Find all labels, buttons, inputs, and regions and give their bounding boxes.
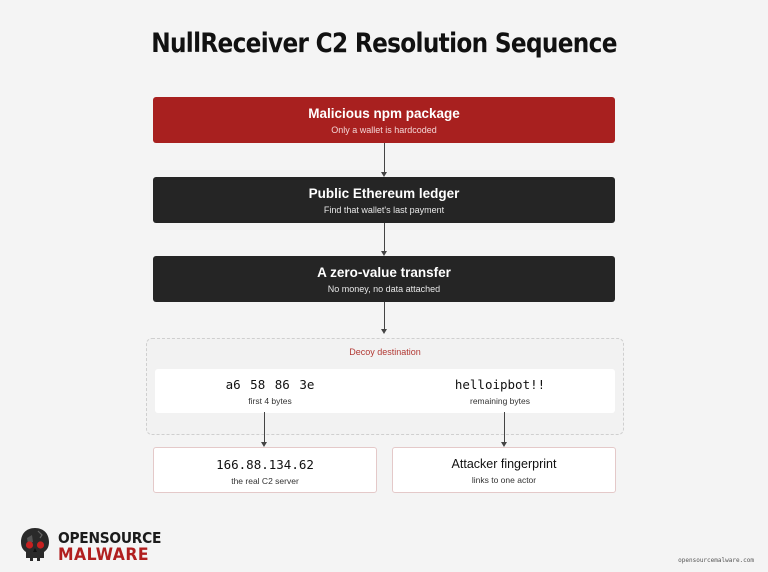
step-heading: A zero-value transfer bbox=[317, 265, 451, 280]
decoy-bytes-panel: a6 58 86 3e first 4 bytes helloipbot!! r… bbox=[155, 369, 615, 413]
step-npm-package: Malicious npm package Only a wallet is h… bbox=[153, 97, 615, 143]
skull-icon bbox=[21, 528, 49, 561]
result-c2-server: 166.88.134.62 the real C2 server bbox=[153, 447, 377, 493]
arrow-down-icon bbox=[381, 251, 387, 256]
decoy-first-bytes-value: a6 58 86 3e bbox=[225, 377, 315, 392]
decoy-label: Decoy destination bbox=[349, 347, 421, 357]
connector-line bbox=[384, 143, 385, 172]
footer-url: opensourcemalware.com bbox=[678, 557, 754, 564]
connector-line bbox=[264, 412, 265, 442]
decoy-remaining-bytes: helloipbot!! remaining bytes bbox=[385, 369, 615, 413]
connector-line bbox=[504, 412, 505, 442]
step-subtext: Find that wallet's last payment bbox=[323, 205, 445, 215]
decoy-remaining-bytes-value: helloipbot!! bbox=[454, 377, 546, 392]
step-subtext: No money, no data attached bbox=[327, 284, 441, 294]
decoy-first-bytes-caption: first 4 bytes bbox=[248, 396, 292, 406]
result-fingerprint-title: Attacker fingerprint bbox=[451, 457, 557, 471]
connector-line bbox=[384, 223, 385, 251]
arrow-down-icon bbox=[381, 329, 387, 334]
arrow-down-icon bbox=[381, 172, 387, 177]
decoy-destination-group: Decoy destination a6 58 86 3e first 4 by… bbox=[146, 338, 624, 435]
step-heading: Public Ethereum ledger bbox=[308, 186, 460, 201]
result-c2-ip: 166.88.134.62 bbox=[216, 457, 314, 472]
step-subtext: Only a wallet is hardcoded bbox=[331, 125, 437, 135]
arrow-down-icon bbox=[261, 442, 267, 447]
decoy-first-bytes: a6 58 86 3e first 4 bytes bbox=[155, 369, 385, 413]
diagram-title: NullReceiver C2 Resolution Sequence bbox=[151, 28, 617, 59]
logo-text-line2: MALWARE bbox=[58, 545, 150, 565]
result-fingerprint-caption: links to one actor bbox=[471, 475, 537, 485]
decoy-remaining-bytes-caption: remaining bytes bbox=[469, 396, 530, 406]
result-c2-caption: the real C2 server bbox=[231, 476, 299, 486]
arrow-down-icon bbox=[501, 442, 507, 447]
step-heading: Malicious npm package bbox=[308, 106, 460, 121]
step-zero-value-transfer: A zero-value transfer No money, no data … bbox=[153, 256, 615, 302]
logo-text-line1: OPENSOURCE bbox=[58, 529, 162, 547]
connector-line bbox=[384, 302, 385, 329]
step-ethereum-ledger: Public Ethereum ledger Find that wallet'… bbox=[153, 177, 615, 223]
opensource-malware-logo: OPENSOURCE MALWARE bbox=[18, 526, 168, 566]
result-attacker-fingerprint: Attacker fingerprint links to one actor bbox=[392, 447, 616, 493]
